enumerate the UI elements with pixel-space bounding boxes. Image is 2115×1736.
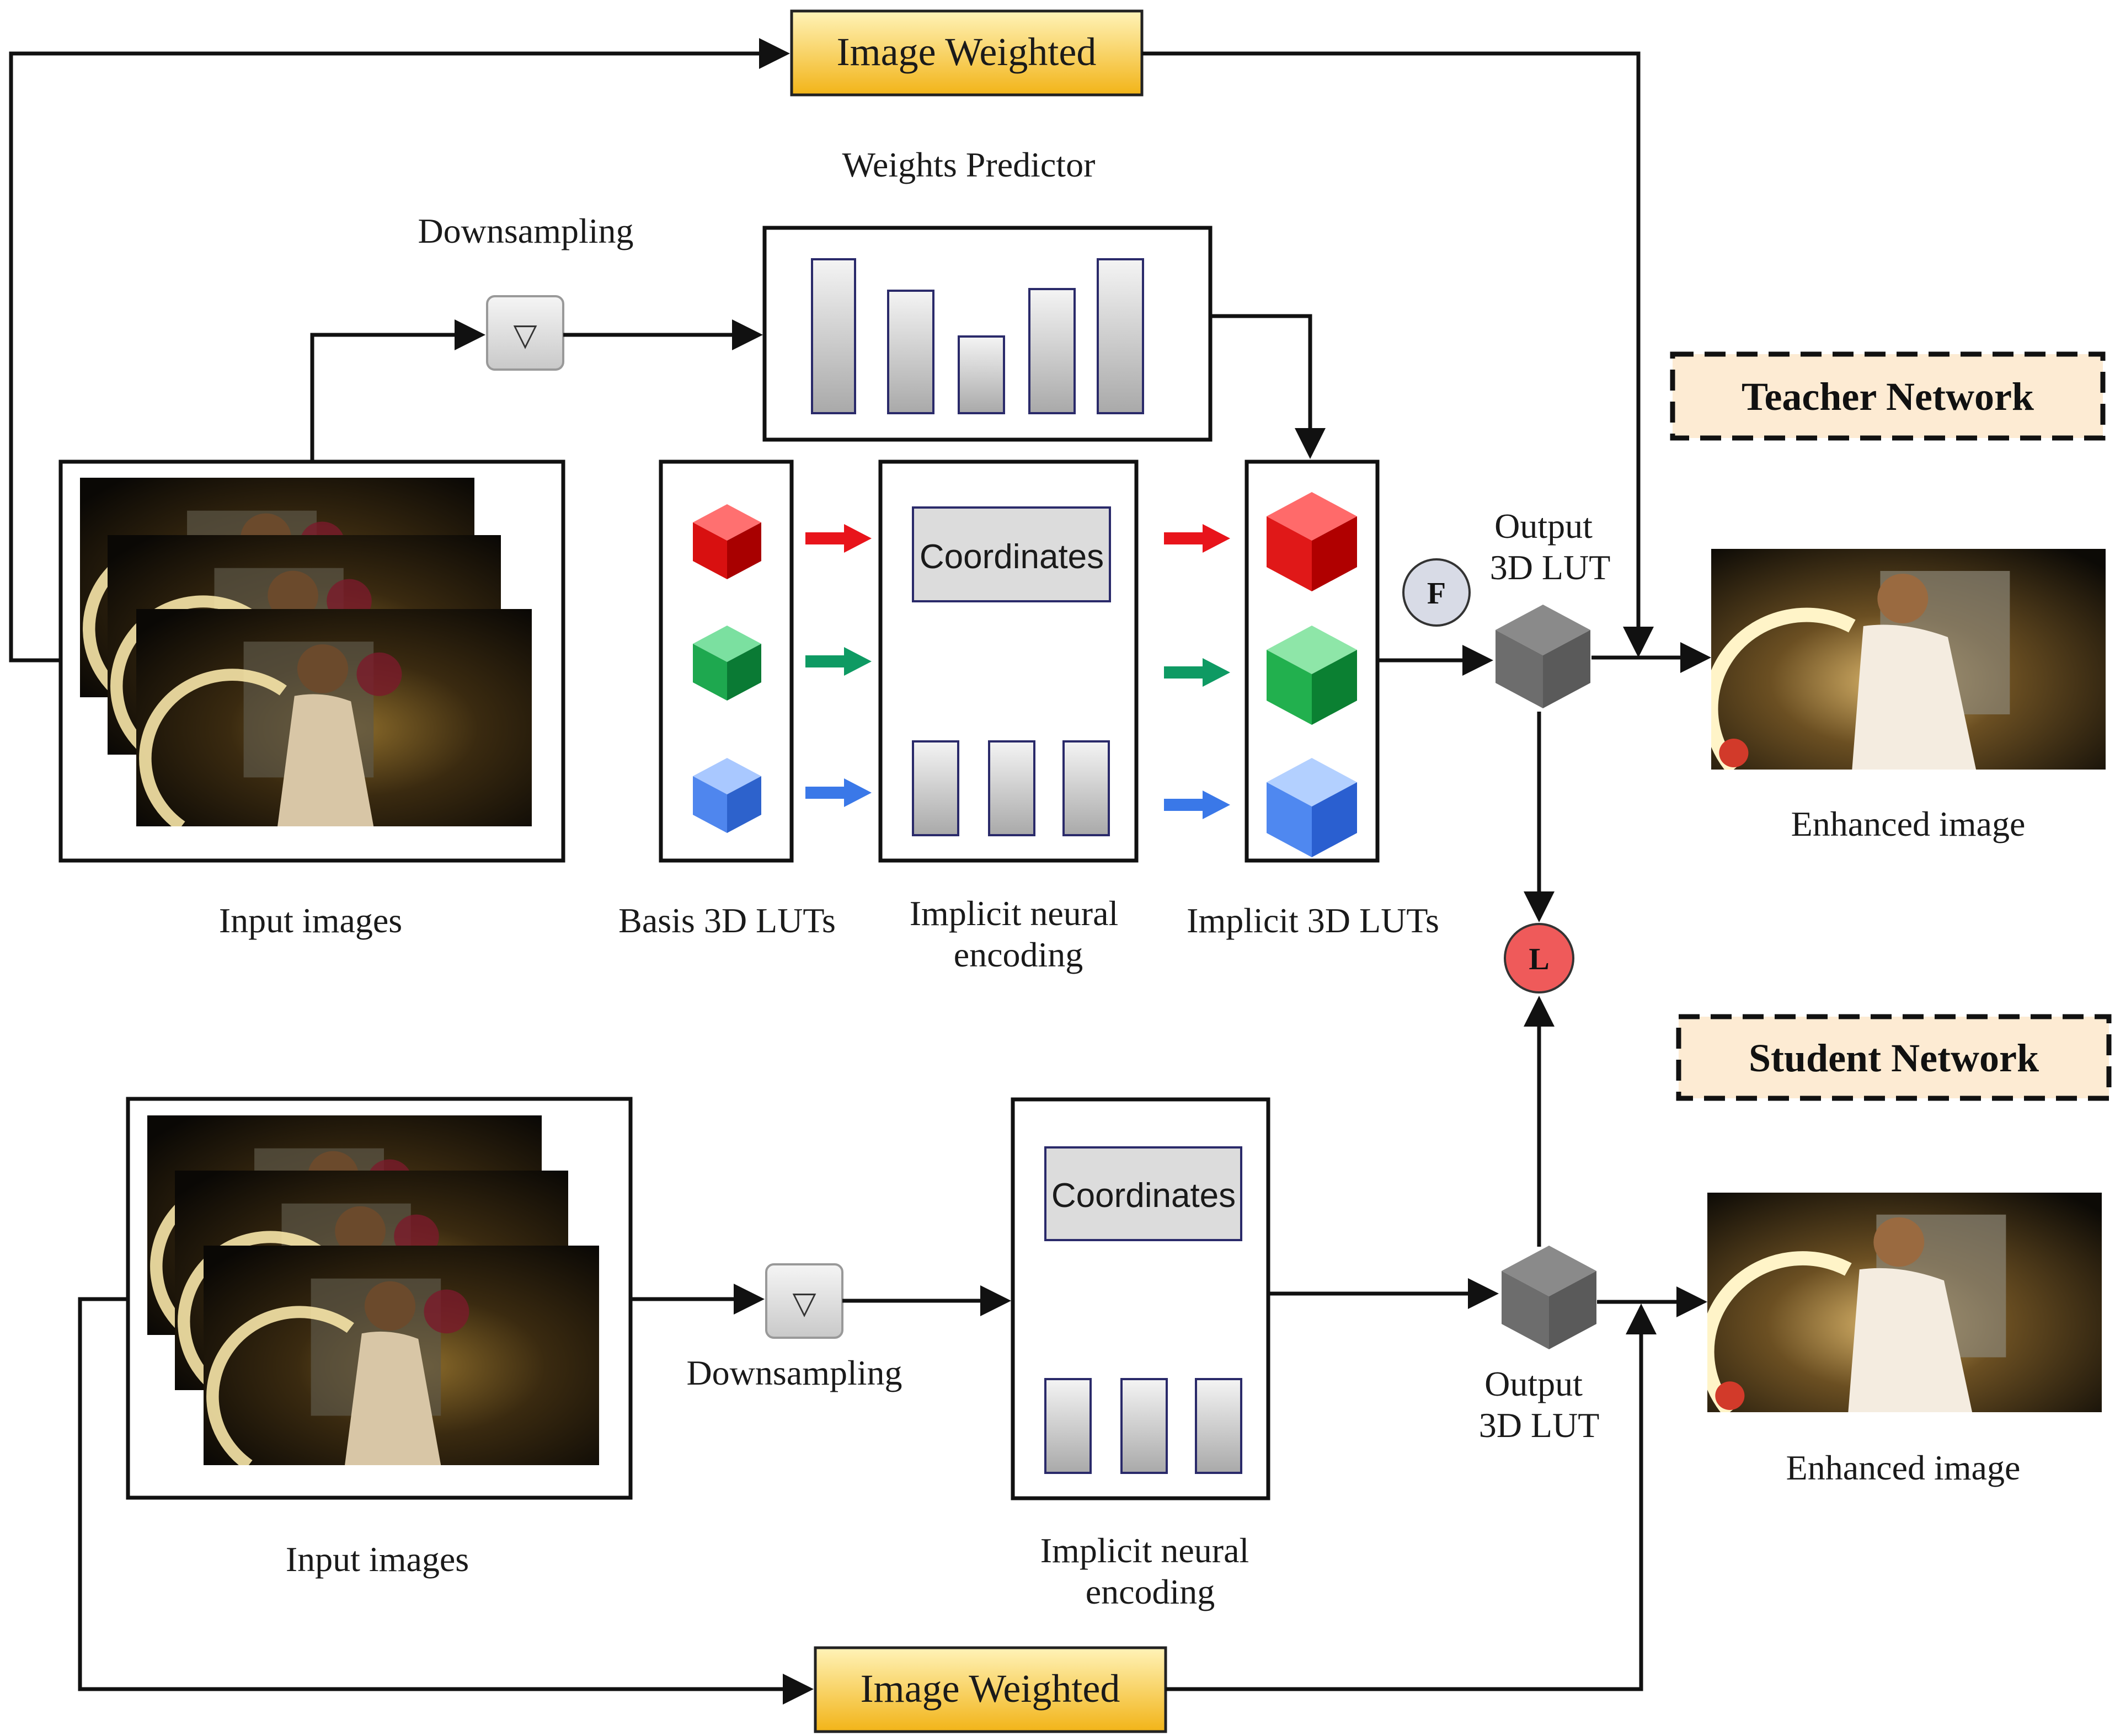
cube-icon — [693, 626, 761, 701]
arrow-blue-right — [1164, 790, 1230, 819]
weight-bar — [1097, 258, 1144, 414]
loss-circle: L — [1504, 923, 1574, 993]
weight-bar — [887, 290, 934, 414]
implicit-encoding-label-bottom-line1: Implicit neural — [1040, 1531, 1249, 1570]
teacher-network-tag: Teacher Network — [1670, 351, 2106, 441]
implicit-encoding-box-bottom: Coordinates — [1011, 1097, 1270, 1500]
student-network-label: Student Network — [1749, 1036, 2039, 1080]
weight-bar — [958, 335, 1005, 414]
cube-icon — [1267, 758, 1357, 857]
downsampling-label-bottom: Downsampling — [686, 1353, 902, 1392]
enhanced-image-bottom — [1707, 1193, 2102, 1412]
basis-luts-box — [659, 460, 794, 863]
weight-bar — [811, 258, 856, 414]
weights-predictor-box — [762, 226, 1213, 442]
encoding-bar — [1044, 1378, 1092, 1474]
arrow-green-right — [1164, 658, 1230, 687]
implicit-encoding-label-top-line1: Implicit neural — [910, 894, 1119, 933]
image-weighted-label-bottom: Image Weighted — [861, 1666, 1120, 1711]
enhanced-image-top — [1711, 549, 2106, 770]
encoding-bar — [988, 740, 1035, 836]
teacher-network-label: Teacher Network — [1742, 375, 2034, 419]
implicit-luts-box — [1245, 460, 1380, 863]
downsample-block-bottom: ▽ — [765, 1263, 843, 1339]
triangle-down-icon: ▽ — [792, 1285, 816, 1321]
output-lut-label-top-line2: 3D LUT — [1490, 548, 1611, 587]
connector-weighted-to-output-top — [1142, 51, 1654, 658]
cube-icon — [693, 504, 761, 579]
arrow-red-right — [1164, 524, 1230, 553]
output-lut-label-bottom-line2: 3D LUT — [1479, 1406, 1600, 1445]
coordinates-label-top: Coordinates — [920, 538, 1104, 576]
circle-letter-icon: F — [1427, 576, 1446, 611]
downsample-block-top: ▽ — [486, 295, 564, 371]
weight-bar — [1028, 288, 1076, 414]
cube-icon — [1267, 492, 1357, 591]
encoding-bar — [1062, 740, 1110, 836]
connector-input-to-weighted-bottom — [78, 1297, 814, 1705]
implicit-encoding-label-bottom-line2: encoding — [1086, 1572, 1215, 1611]
encoding-bar — [1120, 1378, 1168, 1474]
image-weighted-label-top: Image Weighted — [837, 30, 1097, 74]
encoding-bar — [1195, 1378, 1242, 1474]
triangle-down-icon: ▽ — [513, 317, 537, 353]
input-image — [204, 1246, 599, 1465]
input-images-box-top — [58, 460, 565, 863]
enhanced-image-label-top: Enhanced image — [1791, 804, 2026, 843]
weights-predictor-label: Weights Predictor — [842, 145, 1096, 184]
circle-letter-icon: L — [1529, 942, 1549, 976]
connector-weighted-to-output-bottom — [1166, 1304, 1657, 1691]
image-weighted-box-top: Image Weighted — [790, 9, 1144, 97]
input-image — [136, 609, 532, 826]
input-images-label-top: Input images — [219, 901, 402, 940]
implicit-encoding-label-top-line2: encoding — [954, 935, 1083, 974]
input-images-box-bottom — [126, 1097, 633, 1500]
downsampling-label-top: Downsampling — [418, 211, 633, 250]
arrow-green-left — [805, 647, 872, 676]
cube-icon — [1496, 605, 1590, 708]
student-network-tag: Student Network — [1676, 1014, 2112, 1101]
connector-input-to-downsample-top — [310, 319, 485, 462]
implicit-encoding-box-top: Coordinates — [878, 460, 1139, 863]
output-lut-label-bottom-line1: Output — [1484, 1364, 1583, 1403]
fusion-circle: F — [1402, 558, 1471, 627]
basis-luts-label: Basis 3D LUTs — [618, 901, 836, 940]
encoding-bar — [912, 740, 959, 836]
enhanced-image-label-bottom: Enhanced image — [1786, 1448, 2021, 1487]
output-lut-label-top-line1: Output — [1494, 506, 1593, 546]
cube-icon — [1267, 626, 1357, 725]
connector-input-to-weighted-top — [9, 38, 790, 663]
cube-icon — [693, 758, 761, 833]
arrow-blue-left — [805, 778, 872, 807]
connector-predictor-to-luts — [1210, 314, 1326, 459]
implicit-luts-label: Implicit 3D LUTs — [1187, 901, 1439, 940]
arrow-red-left — [805, 524, 872, 553]
image-weighted-box-bottom: Image Weighted — [814, 1646, 1167, 1733]
cube-icon — [1502, 1246, 1596, 1349]
input-images-label-bottom: Input images — [286, 1540, 469, 1579]
coordinates-label-bottom: Coordinates — [1051, 1177, 1236, 1215]
